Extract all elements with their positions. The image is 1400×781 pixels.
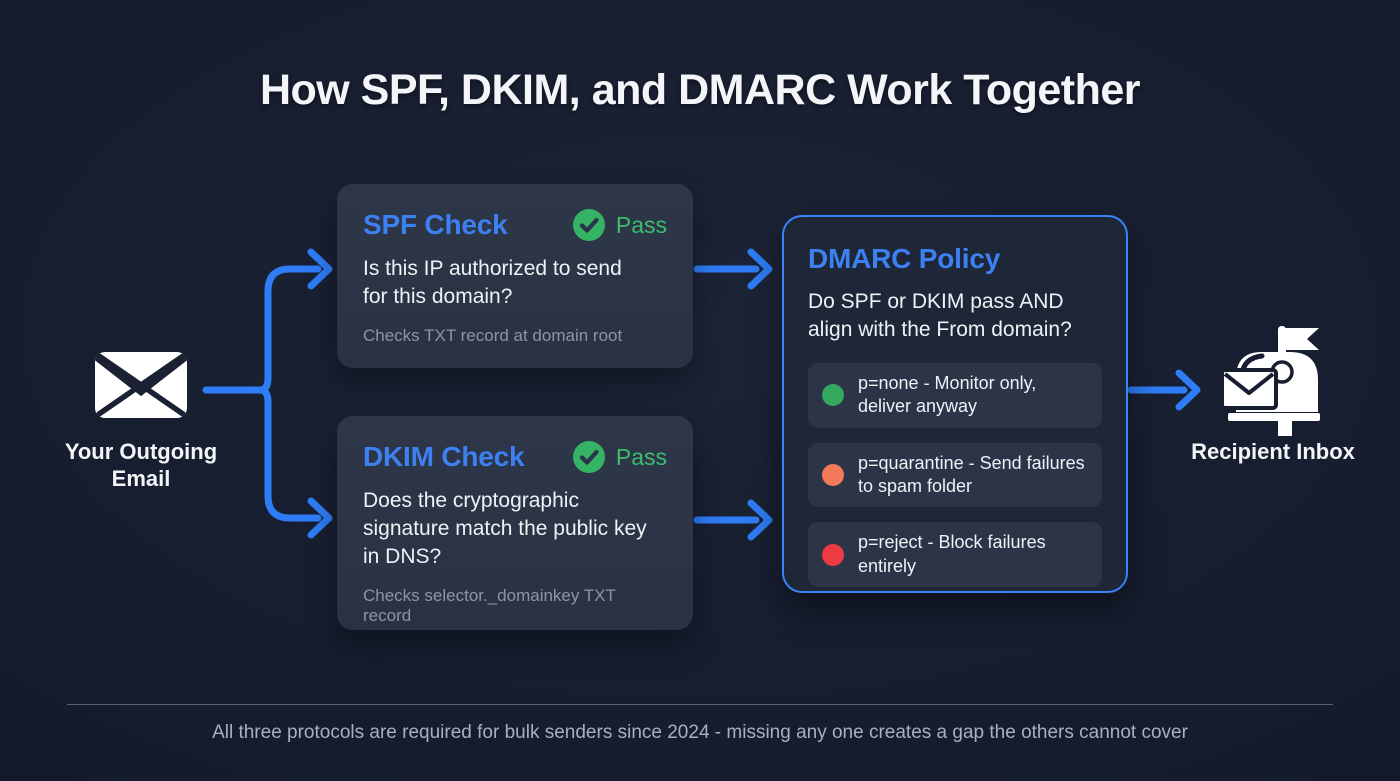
- policy-item-none: p=none - Monitor only, deliver anyway: [808, 362, 1102, 428]
- spf-note: Checks TXT record at domain root: [363, 325, 623, 345]
- footer-divider: [67, 704, 1333, 705]
- dkim-card-header: DKIM Check Pass: [363, 440, 667, 474]
- dmarc-card-title: DMARC Policy: [808, 243, 1001, 274]
- policy-label: p=reject - Block failures entirely: [858, 532, 1046, 576]
- spf-question: Is this IP authorized to send for this d…: [363, 257, 622, 308]
- dkim-card: DKIM Check Pass Does the cryptographic s…: [337, 416, 693, 630]
- spf-status-badge: Pass: [572, 208, 667, 242]
- arrow-branch-down-head: [307, 497, 333, 539]
- footer-note: All three protocols are required for bul…: [212, 722, 1188, 743]
- dmarc-question: Do SPF or DKIM pass AND align with the F…: [808, 290, 1072, 341]
- page-title: How SPF, DKIM, and DMARC Work Together: [259, 66, 1141, 114]
- status-dot-green: [822, 384, 844, 407]
- dkim-status-label: Pass: [615, 443, 667, 470]
- spf-card: SPF Check Pass Is this IP authorized to …: [337, 184, 693, 368]
- check-icon: [572, 441, 605, 473]
- policy-label: p=none - Monitor only, deliver anyway: [858, 372, 1037, 417]
- dmarc-card: DMARC Policy Do SPF or DKIM pass AND ali…: [782, 215, 1128, 593]
- arrow-dkim-to-dmarc-head: [747, 499, 773, 541]
- source-label: Your Outgoing Email: [64, 439, 218, 492]
- policy-item-reject: p=reject - Block failures entirely: [808, 522, 1102, 588]
- envelope-icon: [95, 352, 187, 418]
- spf-card-header: SPF Check Pass: [363, 208, 667, 242]
- arrow-branch-down: [258, 386, 322, 522]
- policy-label: p=quarantine - Send failures to spam fol…: [858, 452, 1085, 497]
- status-dot-red: [822, 543, 844, 566]
- dkim-question: Does the cryptographic signature match t…: [363, 489, 647, 568]
- destination-label: Recipient Inbox: [1191, 439, 1355, 464]
- dkim-status-badge: Pass: [572, 440, 667, 474]
- check-icon: [572, 209, 605, 241]
- dkim-note: Checks selector._domainkey TXT record: [363, 585, 616, 625]
- arrow-spf-to-dmarc-head: [747, 248, 773, 290]
- dmarc-policy-list: p=none - Monitor only, deliver anyway p=…: [808, 362, 1102, 588]
- spf-card-title: SPF Check: [363, 209, 508, 240]
- spf-status-label: Pass: [615, 211, 667, 238]
- arrow-branch-up: [258, 265, 322, 394]
- status-dot-orange: [822, 464, 844, 487]
- arrow-dmarc-to-inbox-head: [1175, 369, 1201, 411]
- dkim-card-title: DKIM Check: [363, 441, 525, 472]
- policy-item-quarantine: p=quarantine - Send failures to spam fol…: [808, 442, 1102, 508]
- arrow-branch-up-head: [307, 248, 333, 290]
- mailbox-icon: [1220, 326, 1320, 436]
